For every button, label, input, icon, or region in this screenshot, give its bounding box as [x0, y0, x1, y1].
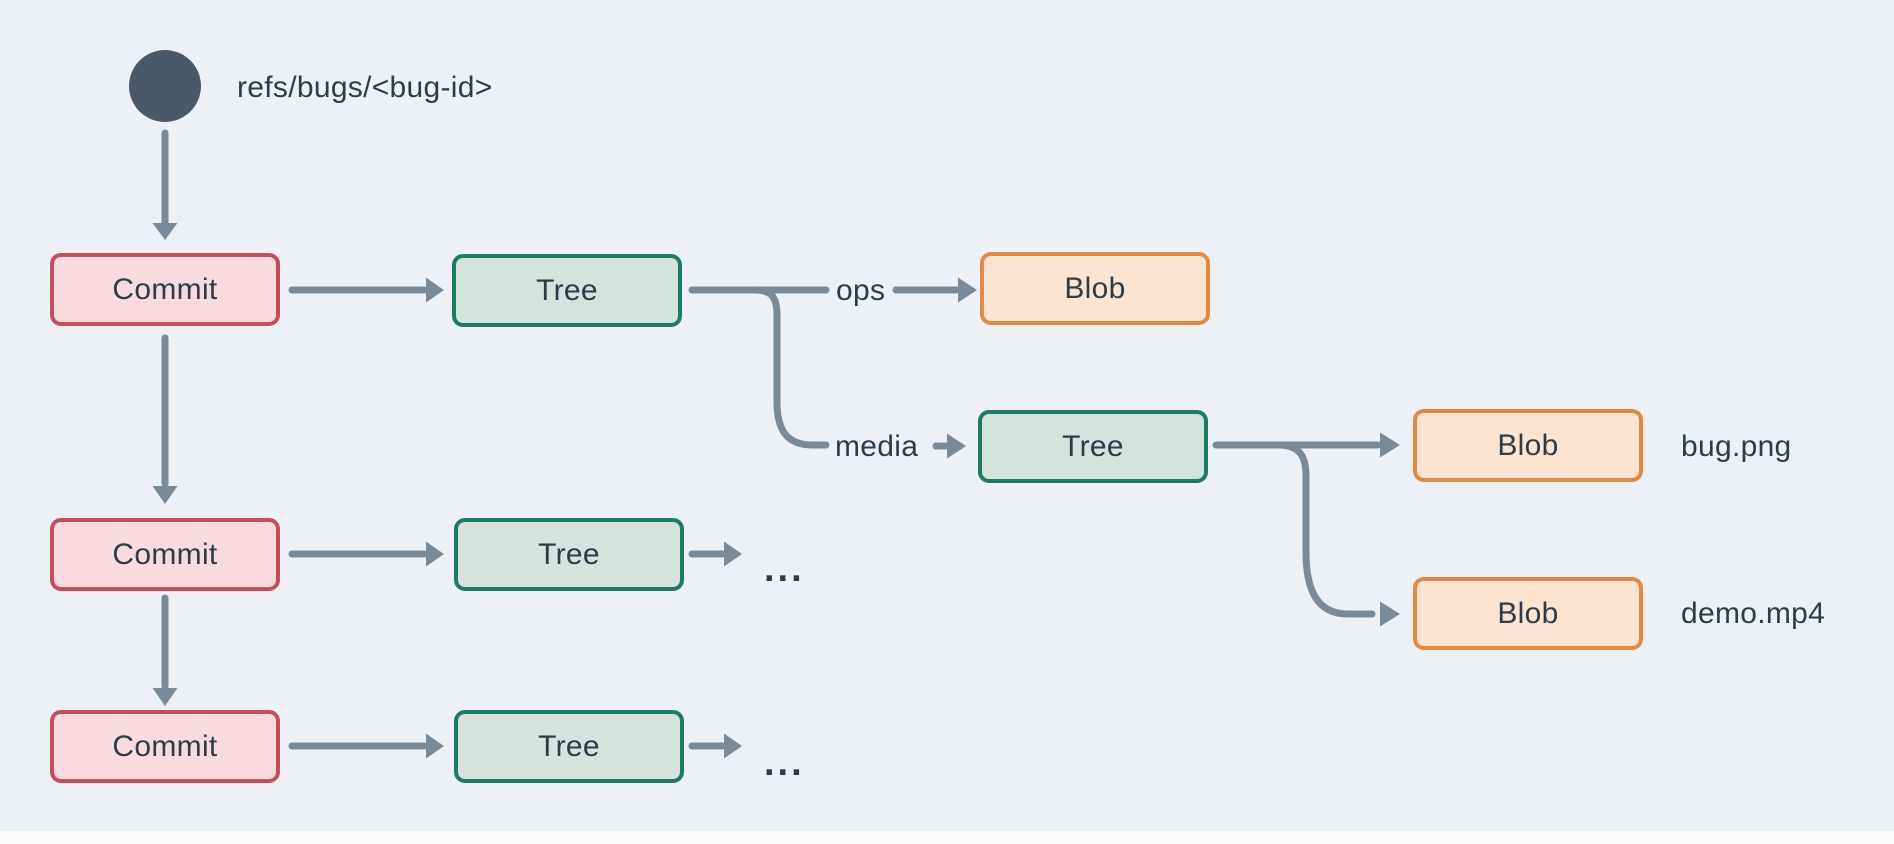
node-commit-3-label: Commit [112, 729, 218, 763]
node-tree-2-label: Tree [1062, 429, 1124, 463]
edge-tree2-to-blob-demo [1276, 441, 1376, 618]
node-tree-4-label: Tree [538, 729, 600, 763]
arrowhead-commit1-to-tree1 [426, 277, 444, 303]
node-commit-1: Commit [50, 253, 280, 326]
arrowhead-ops-to-blob [958, 277, 977, 303]
node-blob-ops: Blob [980, 252, 1210, 325]
node-blob-bug-label: Blob [1497, 428, 1559, 462]
node-tree-3-label: Tree [538, 537, 600, 571]
node-commit-2: Commit [50, 518, 280, 591]
arrowhead-commit3-to-tree4 [426, 733, 444, 759]
edge-label-ops: ops [836, 274, 886, 307]
ellipsis-row-2: ... [764, 548, 805, 590]
edge-tree1-to-media [751, 286, 830, 449]
node-tree-4: Tree [454, 710, 684, 783]
file-label-demo-mp4: demo.mp4 [1681, 597, 1826, 630]
arrowhead-tree3-to-more [724, 541, 742, 567]
arrowhead-tree2-to-blob-bug [1380, 432, 1400, 458]
node-commit-3: Commit [50, 710, 280, 783]
file-label-bug-png: bug.png [1681, 430, 1792, 463]
node-blob-demo: Blob [1413, 577, 1643, 650]
ellipsis-row-3: ... [764, 742, 805, 784]
arrowhead-tree2-to-blob-demo [1380, 601, 1400, 627]
node-blob-bug: Blob [1413, 409, 1643, 482]
arrowhead-media-to-tree2 [947, 433, 966, 459]
arrowhead-commit1-to-commit2 [152, 486, 178, 504]
node-commit-1-label: Commit [112, 272, 218, 306]
node-commit-2-label: Commit [112, 537, 218, 571]
arrowhead-tree4-to-more [724, 733, 742, 759]
arrowhead-ref-to-commit1 [152, 223, 178, 240]
footer-strip [0, 831, 1894, 844]
node-blob-ops-label: Blob [1064, 271, 1126, 305]
arrowhead-commit2-to-tree3 [426, 541, 444, 567]
node-tree-2: Tree [978, 410, 1208, 483]
node-tree-1: Tree [452, 254, 682, 327]
ref-label: refs/bugs/<bug-id> [237, 71, 493, 104]
edge-label-media: media [835, 430, 919, 463]
node-tree-1-label: Tree [536, 273, 598, 307]
ref-node-circle [129, 50, 201, 122]
node-tree-3: Tree [454, 518, 684, 591]
arrowhead-commit2-to-commit3 [152, 688, 178, 706]
node-blob-demo-label: Blob [1497, 596, 1559, 630]
